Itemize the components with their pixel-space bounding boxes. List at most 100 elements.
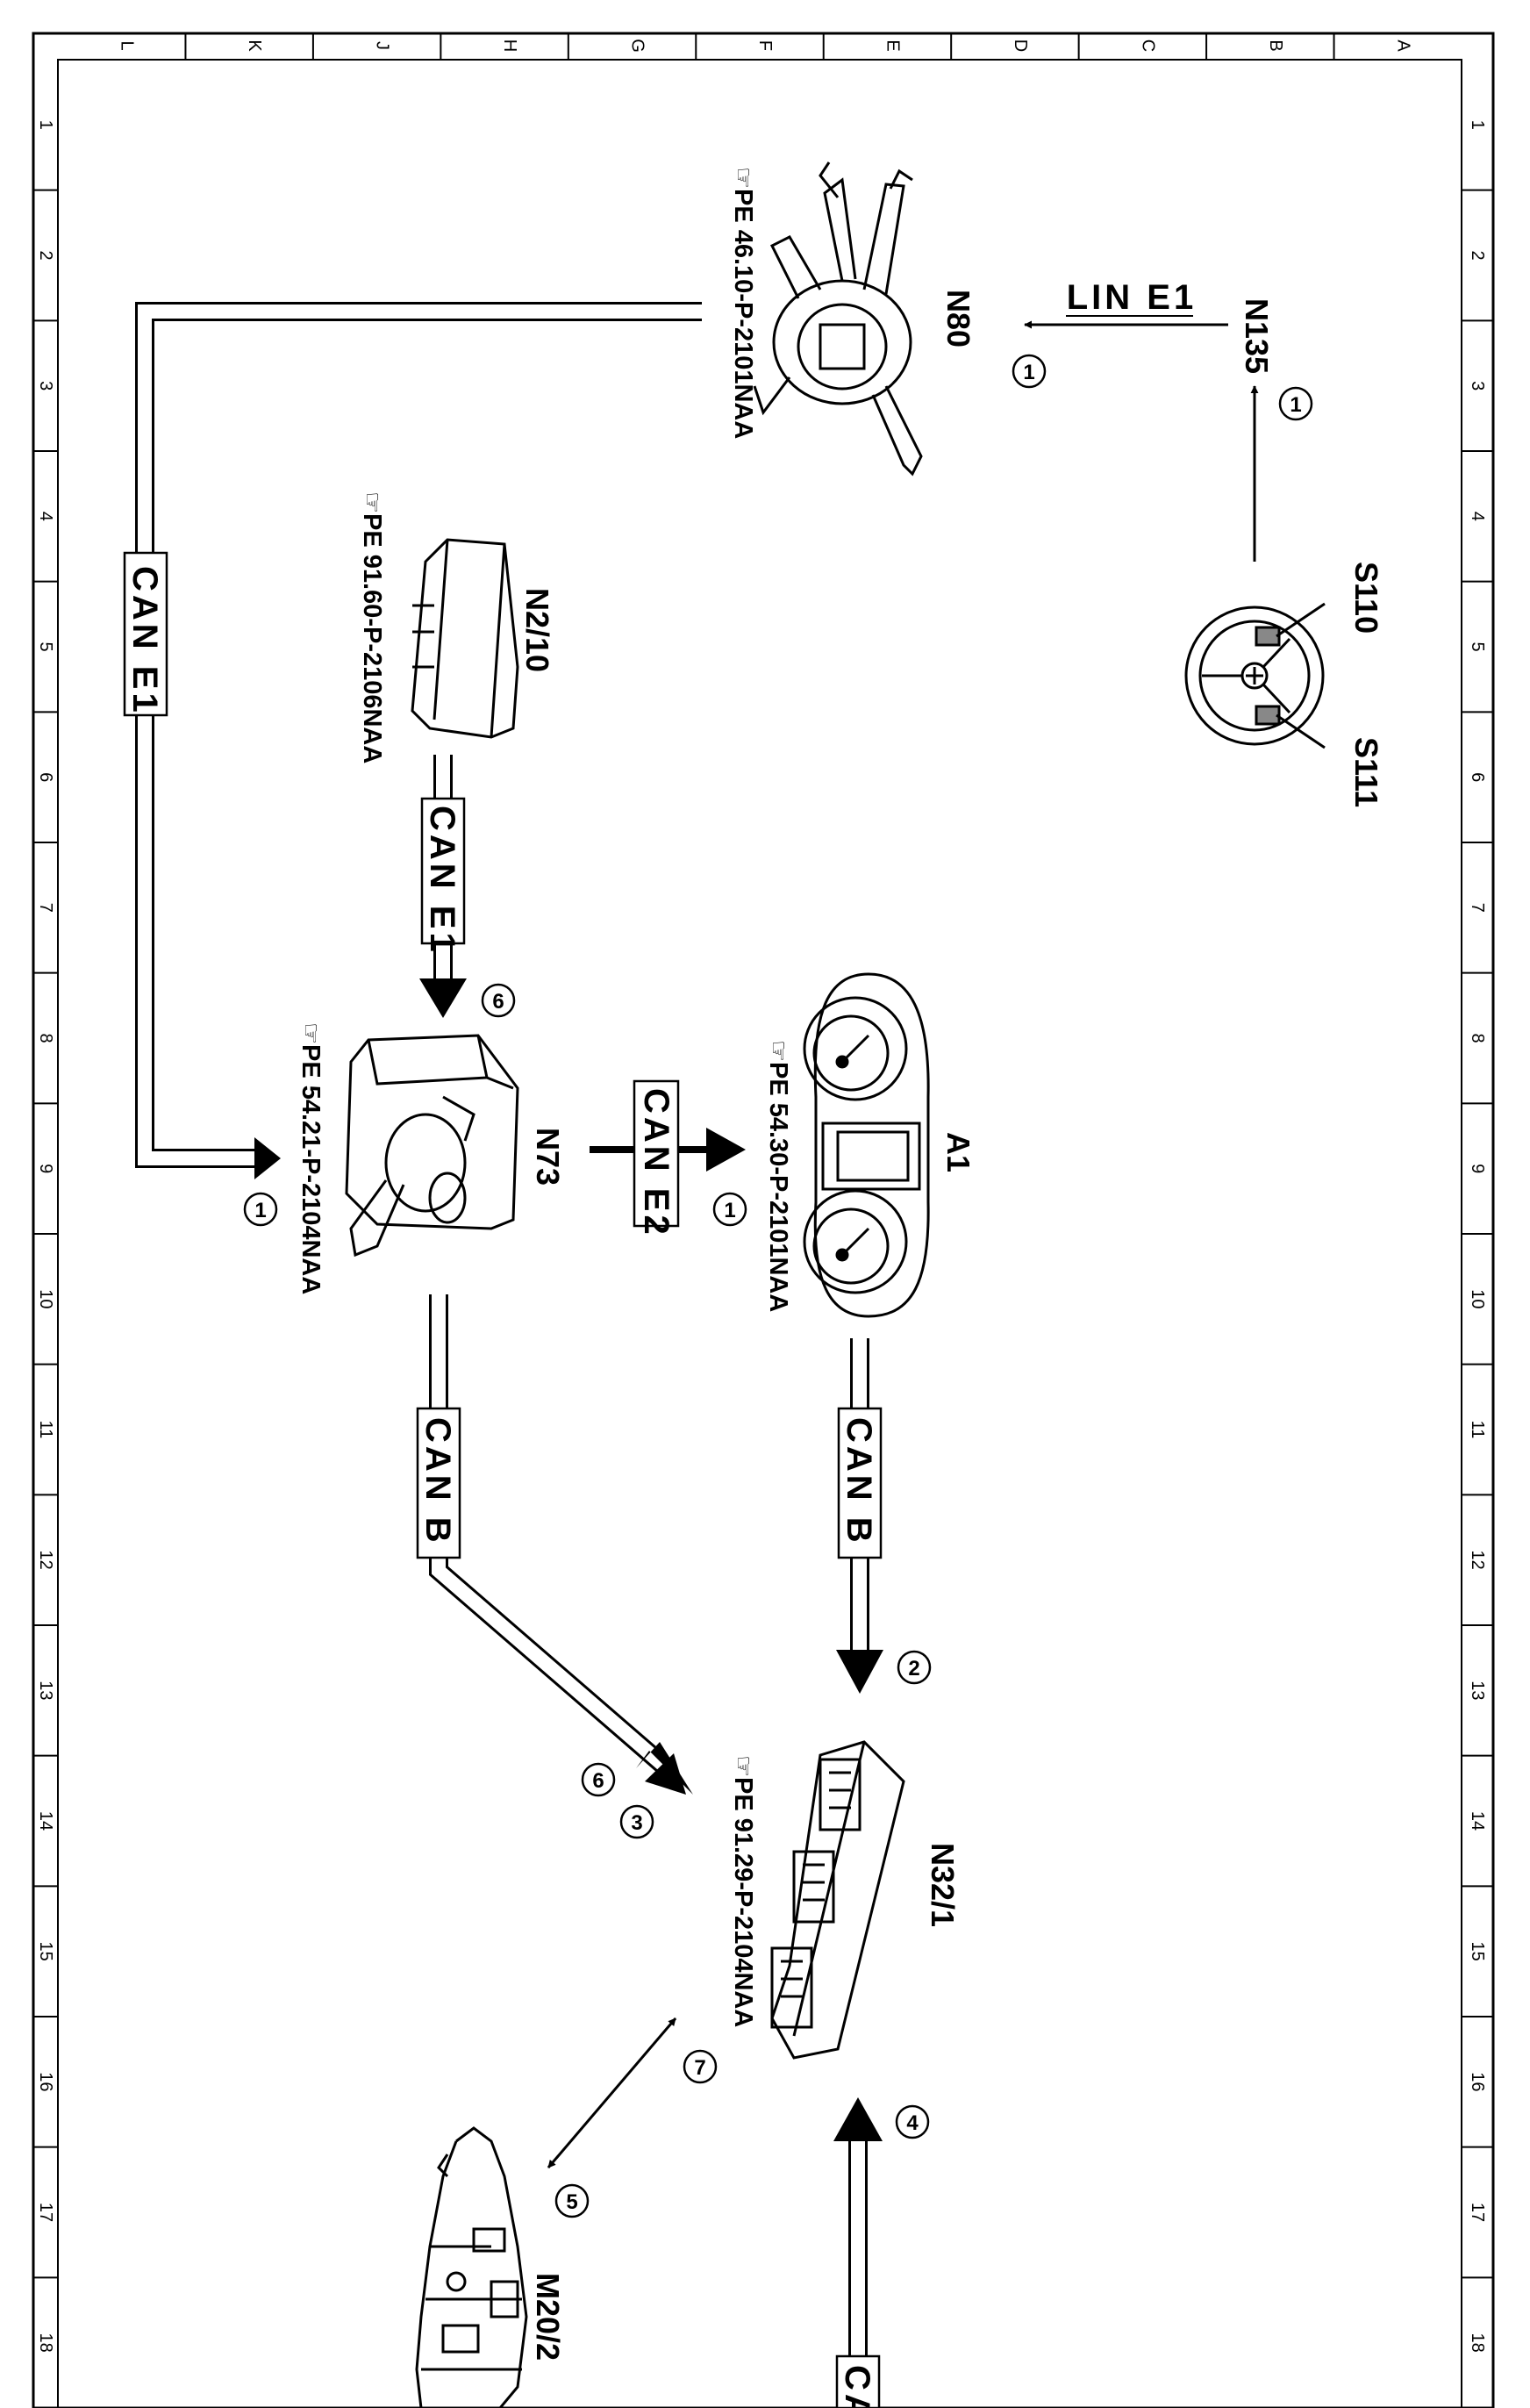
row-label: 4 — [1468, 512, 1487, 521]
row-label: 17 — [1468, 2203, 1487, 2222]
column-label: L — [118, 40, 137, 50]
row-label: 5 — [1468, 641, 1487, 651]
bus-label-can-b-n73: CAN B — [418, 1417, 457, 1546]
bus-label-lin-e1: LIN E1 — [1067, 278, 1197, 317]
row-label: 9 — [36, 1164, 55, 1173]
row-label: 15 — [1468, 1942, 1487, 1961]
label-n135: N135 — [1239, 298, 1275, 374]
label-n73: N73 — [530, 1128, 566, 1186]
callout-circle — [481, 983, 516, 1018]
bus-label-can-b-a1: CAN B — [840, 1417, 878, 1546]
inner-border — [57, 59, 1462, 2408]
callout-circle — [1012, 354, 1047, 389]
callout-n80-n73: 1 — [254, 1199, 266, 1222]
can-e2-arrowhead — [706, 1128, 746, 1172]
can-b-n73-arrowhead — [645, 1753, 686, 1795]
can-e1-n2-arrowhead — [419, 978, 467, 1018]
row-label: 13 — [1468, 1681, 1487, 1700]
callout-n2-n73: 6 — [492, 990, 504, 1014]
bus-label-can-e2: CAN E2 — [637, 1088, 676, 1238]
column-label: G — [628, 39, 647, 53]
manual-ref-icon: ☞ — [359, 491, 386, 513]
callout-a1-n32: 2 — [908, 1657, 919, 1681]
can-b-n73-fill — [432, 1294, 672, 1774]
can-e1-bus-outline — [135, 302, 702, 1168]
steering-column-motor-icon — [415, 2126, 528, 2408]
row-label: 5 — [36, 641, 55, 651]
ref-n73: PE 54.21-P-2104NAA — [297, 1044, 325, 1294]
label-m20-2: M20/2 — [530, 2273, 566, 2361]
column-label: D — [1011, 39, 1030, 52]
label-n2-10: N2/10 — [519, 588, 555, 672]
can-e2-label-box — [633, 1079, 680, 1228]
can-bottom-label-box — [835, 2354, 881, 2408]
steering-wheel-icon — [1184, 602, 1326, 749]
bus-label-can-e1-n2: CAN E1 — [423, 806, 461, 956]
can-bottom-arrowhead — [833, 2097, 883, 2141]
column-label: H — [500, 39, 519, 52]
label-n32-1: N32/1 — [925, 1843, 961, 1927]
row-label: 10 — [1468, 1289, 1487, 1308]
row-label: 15 — [36, 1942, 55, 1961]
can-b-n73-label-box — [416, 1407, 461, 1559]
row-label: 18 — [1468, 2333, 1487, 2353]
row-label: 16 — [36, 2072, 55, 2091]
callout-n80: 1 — [1023, 361, 1034, 384]
callout-n73-a1: 1 — [724, 1199, 735, 1222]
callout-n135: 1 — [1290, 393, 1301, 417]
row-label: 3 — [36, 381, 55, 391]
callout-circle — [683, 2049, 718, 2084]
ref-a1: PE 54.30-P-2101NAA — [764, 1062, 792, 1312]
can-b-n73-arrowhead-fallback — [636, 1742, 693, 1795]
bus-label-can-e1-main: CAN E1 — [125, 566, 164, 716]
ref-n2-10: PE 91.60-P-2106NAA — [358, 513, 386, 763]
manual-ref-icon: ☞ — [297, 1022, 325, 1044]
row-label: 13 — [36, 1681, 55, 1700]
can-e1-n2-label-box — [420, 797, 466, 945]
row-label: 2 — [1468, 250, 1487, 260]
outer-border — [32, 32, 1495, 2408]
row-label: 1 — [36, 120, 55, 130]
arrow-n32-m20 — [547, 2017, 677, 2168]
row-label: 14 — [36, 1811, 55, 1831]
row-label: 10 — [36, 1289, 55, 1308]
row-label: 12 — [36, 1551, 55, 1570]
callout-m20-b: 5 — [566, 2190, 577, 2214]
row-label: 7 — [36, 903, 55, 913]
callout-bottom-n32: 4 — [906, 2111, 919, 2135]
column-label: A — [1393, 39, 1412, 52]
callout-circle — [1278, 386, 1313, 421]
callout-n73-n32-b: 6 — [592, 1769, 604, 1793]
instrument-cluster-icon — [803, 972, 930, 1318]
column-label: C — [1138, 39, 1157, 52]
column-label: B — [1266, 39, 1285, 51]
can-e1-label-box — [123, 551, 168, 717]
ignition-switch-icon — [345, 1034, 519, 1258]
row-label: 14 — [1468, 1811, 1487, 1831]
ref-n80: PE 46.10-P-2101NAA — [729, 189, 757, 439]
row-label: 1 — [1468, 120, 1487, 130]
callout-circle — [554, 2183, 590, 2218]
signal-acquisition-module-icon — [770, 1740, 905, 2060]
bus-label-can-bottom: CA — [838, 2365, 876, 2408]
label-a1: A1 — [940, 1132, 976, 1172]
row-label: 6 — [36, 772, 55, 782]
can-b-a1-label-box — [837, 1407, 883, 1559]
row-label: 3 — [1468, 381, 1487, 391]
callout-circle — [897, 1650, 932, 1685]
restraint-control-unit-icon — [411, 538, 519, 739]
row-label: 16 — [1468, 2072, 1487, 2091]
column-label: K — [245, 39, 264, 52]
callout-circle — [581, 1762, 616, 1797]
row-label: 12 — [1468, 1551, 1487, 1570]
column-label: J — [373, 41, 392, 50]
row-label: 17 — [36, 2203, 55, 2222]
row-label: 11 — [36, 1421, 55, 1439]
row-label: 11 — [1468, 1421, 1487, 1439]
row-label: 8 — [36, 1033, 55, 1043]
manual-ref-icon: ☞ — [730, 1755, 757, 1777]
row-label: 18 — [36, 2333, 55, 2353]
callout-circle — [895, 2104, 930, 2139]
ref-n32-1: PE 91.29-P-2104NAA — [729, 1777, 757, 2027]
